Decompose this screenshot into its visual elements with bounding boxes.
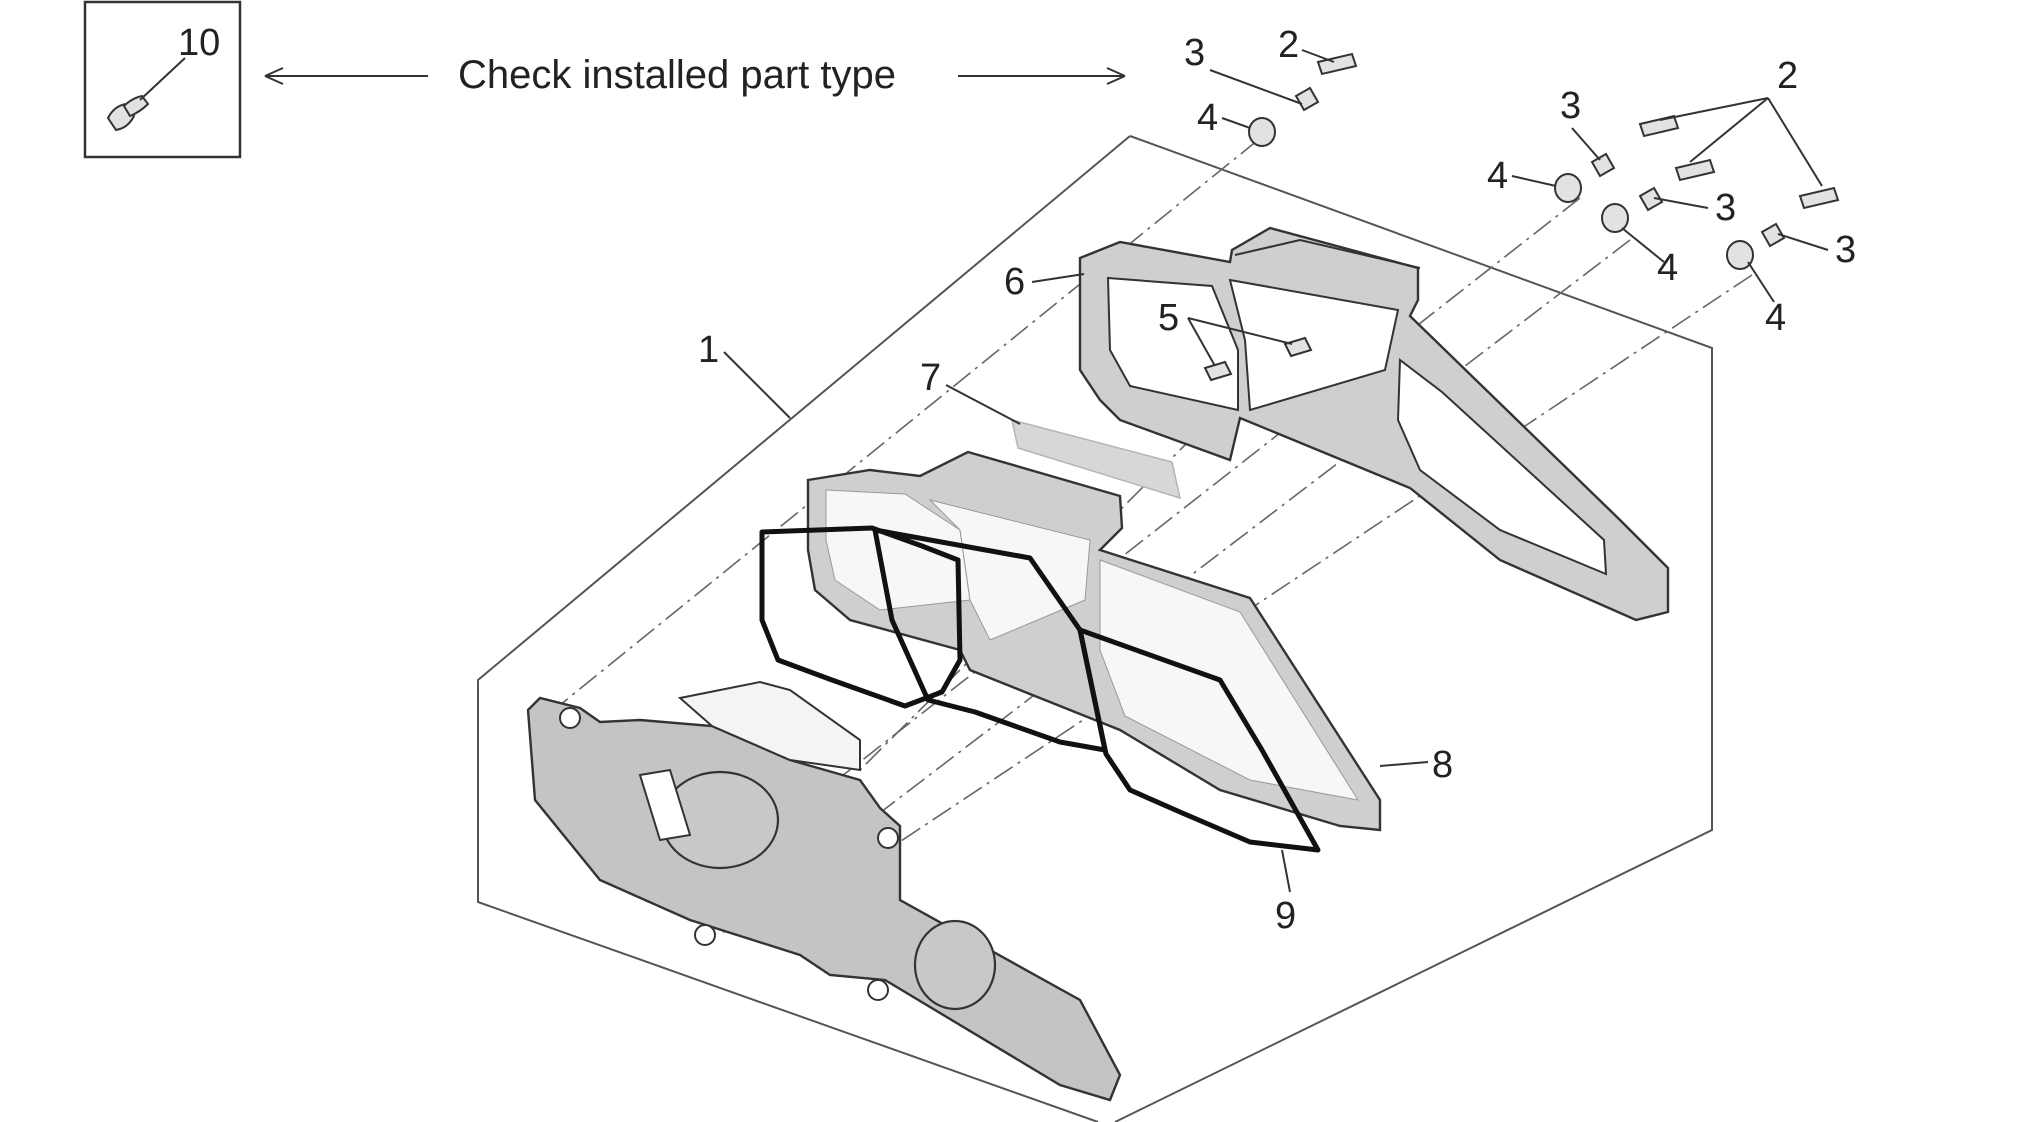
mount-hole-4 xyxy=(867,979,889,1001)
leader-10 xyxy=(139,57,186,101)
grommet-icon xyxy=(1601,203,1629,233)
assembly-outline-box xyxy=(477,135,1713,1122)
grommet-icon xyxy=(1726,240,1754,270)
screw-icon xyxy=(1638,114,1680,138)
gauge-pod-right xyxy=(913,919,997,1011)
screw-icon xyxy=(1316,52,1358,76)
part-10-icon xyxy=(106,94,150,132)
arrow-left-icon xyxy=(264,67,284,85)
leader-lines xyxy=(723,49,1829,893)
callout-7: 7 xyxy=(920,357,941,399)
callout-3: 3 xyxy=(1184,32,1205,74)
bushing-icon xyxy=(1590,152,1616,178)
inset-part-10: 10 xyxy=(83,0,242,159)
fasteners xyxy=(1248,52,1840,270)
callout-1: 1 xyxy=(698,329,719,371)
callout-2: 2 xyxy=(1777,55,1798,97)
callout-4: 4 xyxy=(1197,97,1218,139)
part-7-strip xyxy=(1011,418,1182,500)
arrow-right-icon xyxy=(1106,67,1126,85)
callout-8: 8 xyxy=(1432,744,1453,786)
screw-icon xyxy=(1798,186,1840,210)
screw-icon xyxy=(1674,158,1716,182)
grommet-icon xyxy=(1554,173,1582,203)
mount-hole-1 xyxy=(559,707,581,729)
callout-10: 10 xyxy=(178,22,220,64)
instrument-housing xyxy=(526,680,1122,1102)
callout-labels: 3 2 4 2 3 4 3 4 3 4 6 5 1 7 8 9 xyxy=(698,24,1856,937)
callout-4: 4 xyxy=(1487,155,1508,197)
callout-2: 2 xyxy=(1278,24,1299,66)
callout-6: 6 xyxy=(1004,261,1025,303)
part-8-front-frame xyxy=(806,450,1382,832)
callout-9: 9 xyxy=(1275,895,1296,937)
callout-5: 5 xyxy=(1158,297,1179,339)
grommet-icon xyxy=(1248,117,1276,147)
part-6-rear-frame xyxy=(1078,226,1670,622)
callout-3: 3 xyxy=(1560,85,1581,127)
bushing-icon xyxy=(1760,222,1786,248)
callout-3: 3 xyxy=(1835,229,1856,271)
part-9-gasket xyxy=(759,525,1321,853)
mount-hole-3 xyxy=(694,924,716,946)
callout-4: 4 xyxy=(1657,247,1678,289)
callout-4: 4 xyxy=(1765,297,1786,339)
housing-cutout xyxy=(638,768,692,842)
bushing-icon xyxy=(1638,186,1664,212)
check-part-note: Check installed part type xyxy=(264,53,1126,97)
mount-hole-2 xyxy=(877,827,899,849)
callout-3: 3 xyxy=(1715,187,1736,229)
connector-block xyxy=(677,680,861,772)
part-5-clips xyxy=(1187,317,1313,382)
note-text: Check installed part type xyxy=(458,53,896,97)
bushing-icon xyxy=(1294,86,1320,112)
